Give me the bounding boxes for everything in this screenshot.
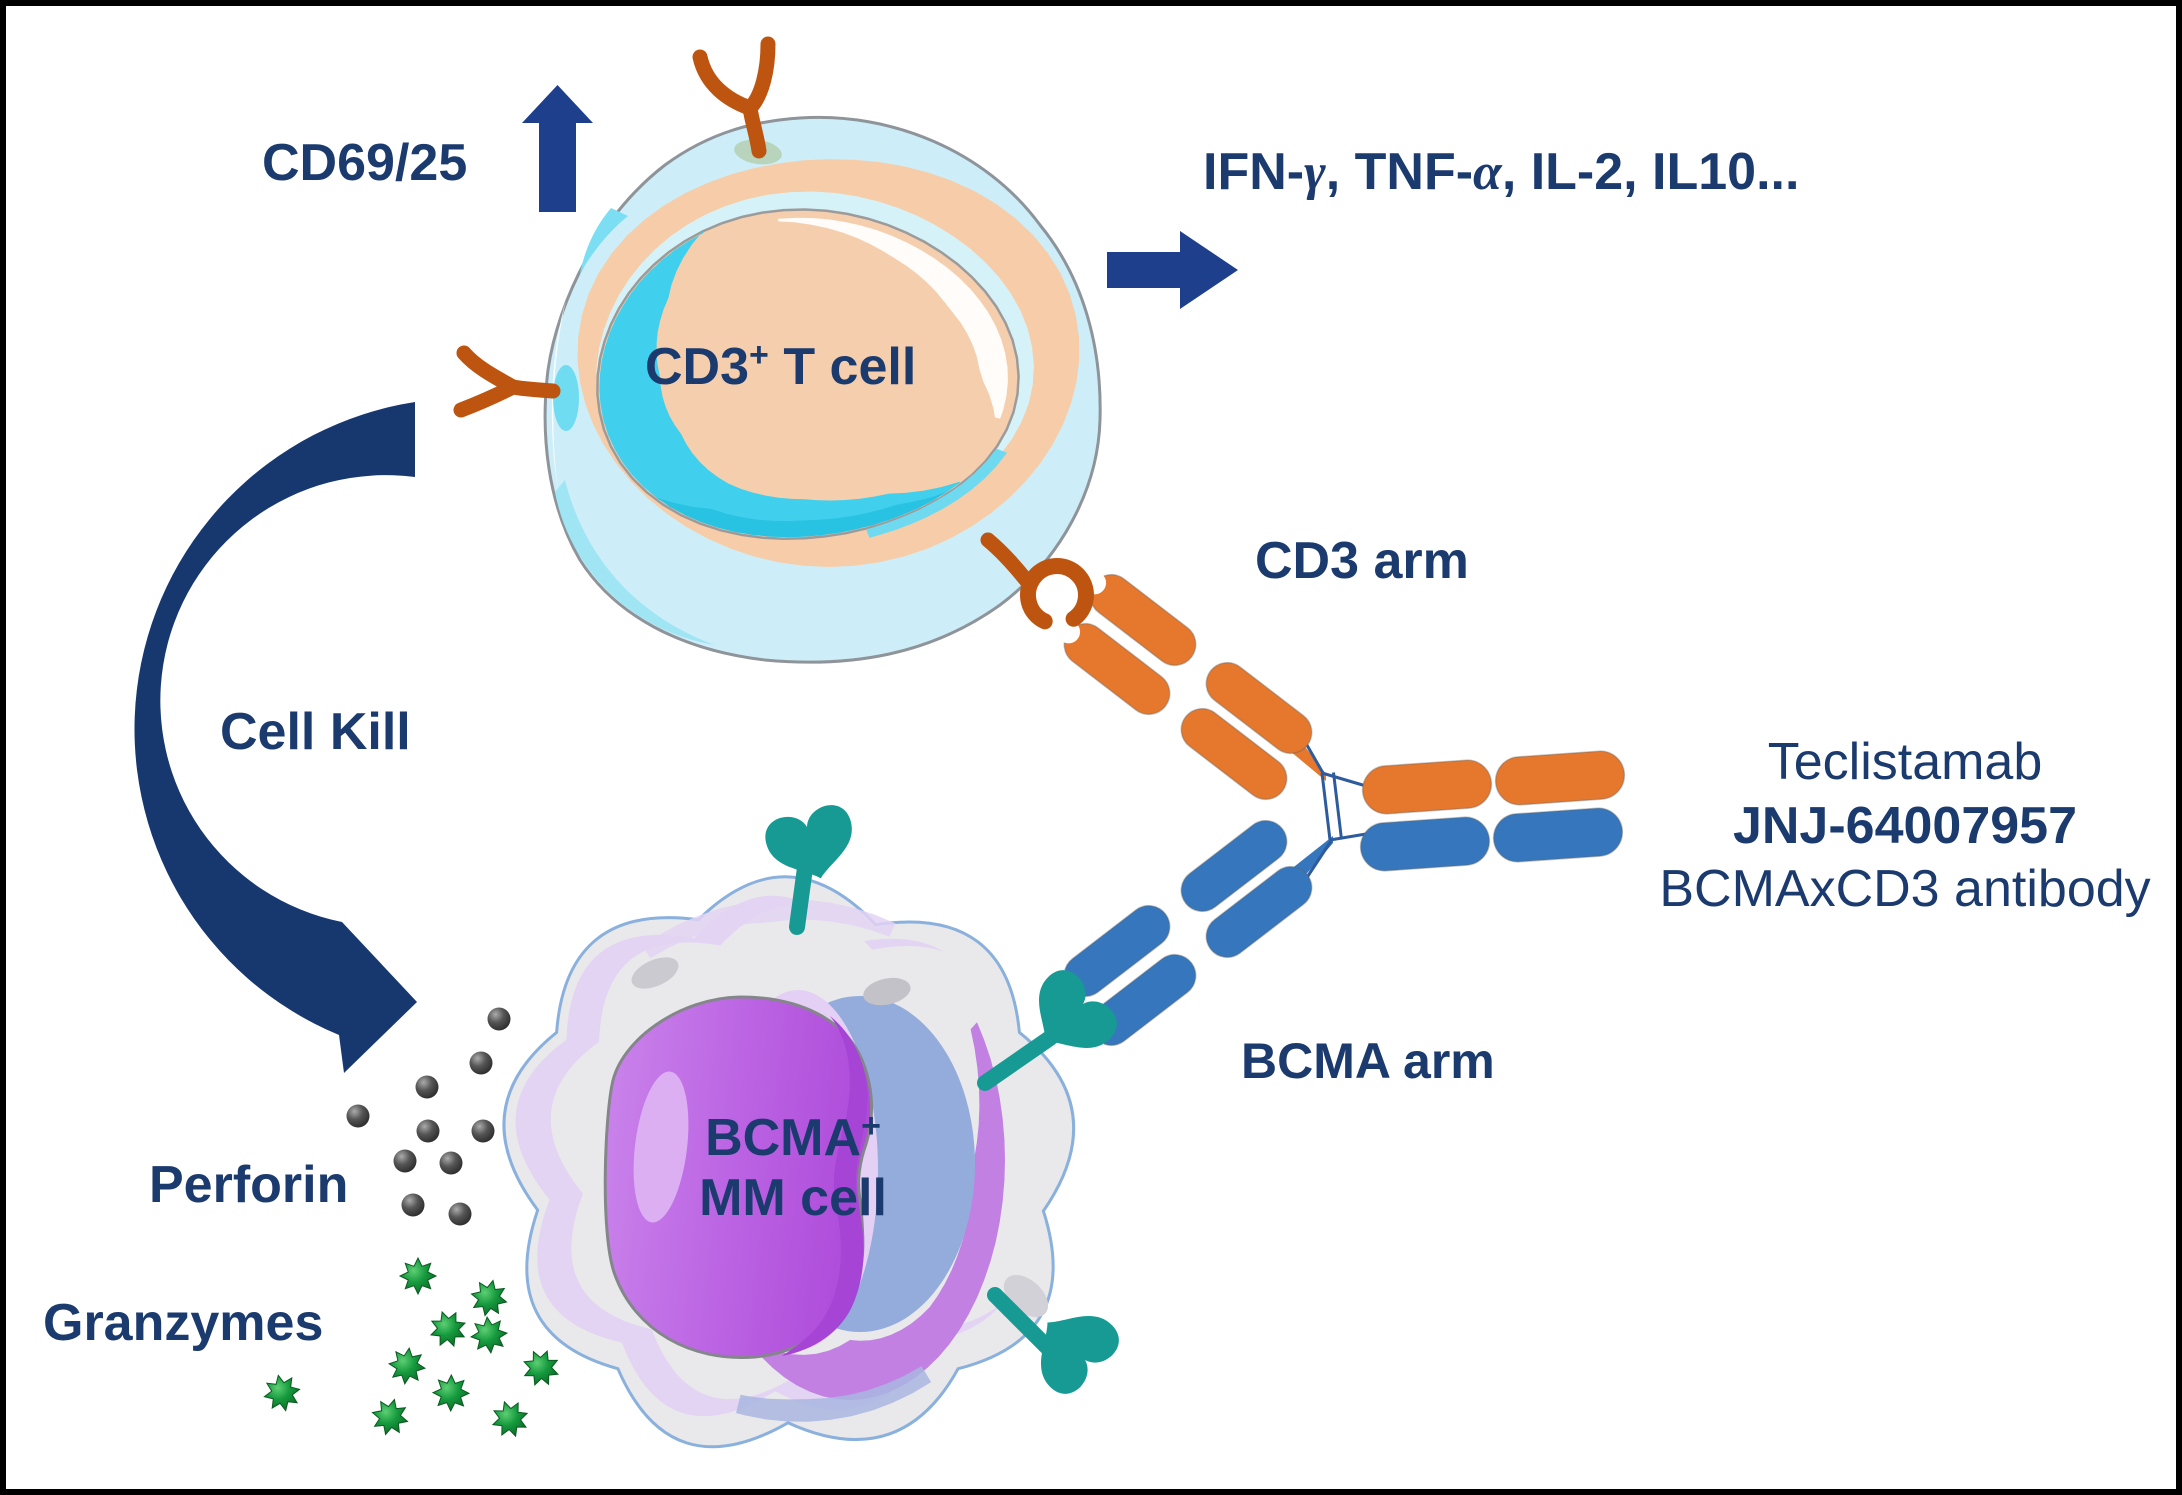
svg-text:MM cell: MM cell: [699, 1169, 887, 1227]
svg-text:CD3+ T cell: CD3+ T cell: [645, 336, 916, 396]
svg-text:IFN-γ, TNF-α, IL-2, IL10...: IFN-γ, TNF-α, IL-2, IL10...: [1203, 143, 1799, 201]
svg-text:BCMA+: BCMA+: [705, 1107, 881, 1167]
svg-text:CD3 arm: CD3 arm: [1255, 532, 1469, 590]
svg-text:Cell Kill: Cell Kill: [220, 703, 411, 761]
svg-text:Perforin: Perforin: [149, 1156, 348, 1214]
svg-text:Teclistamab: Teclistamab: [1768, 733, 2043, 791]
svg-text:BCMAxCD3 antibody: BCMAxCD3 antibody: [1659, 860, 2150, 918]
svg-text:Granzymes: Granzymes: [43, 1294, 323, 1352]
svg-text:BCMA arm: BCMA arm: [1241, 1033, 1495, 1089]
svg-text:CD69/25: CD69/25: [262, 134, 467, 192]
svg-text:JNJ-64007957: JNJ-64007957: [1733, 797, 2077, 855]
